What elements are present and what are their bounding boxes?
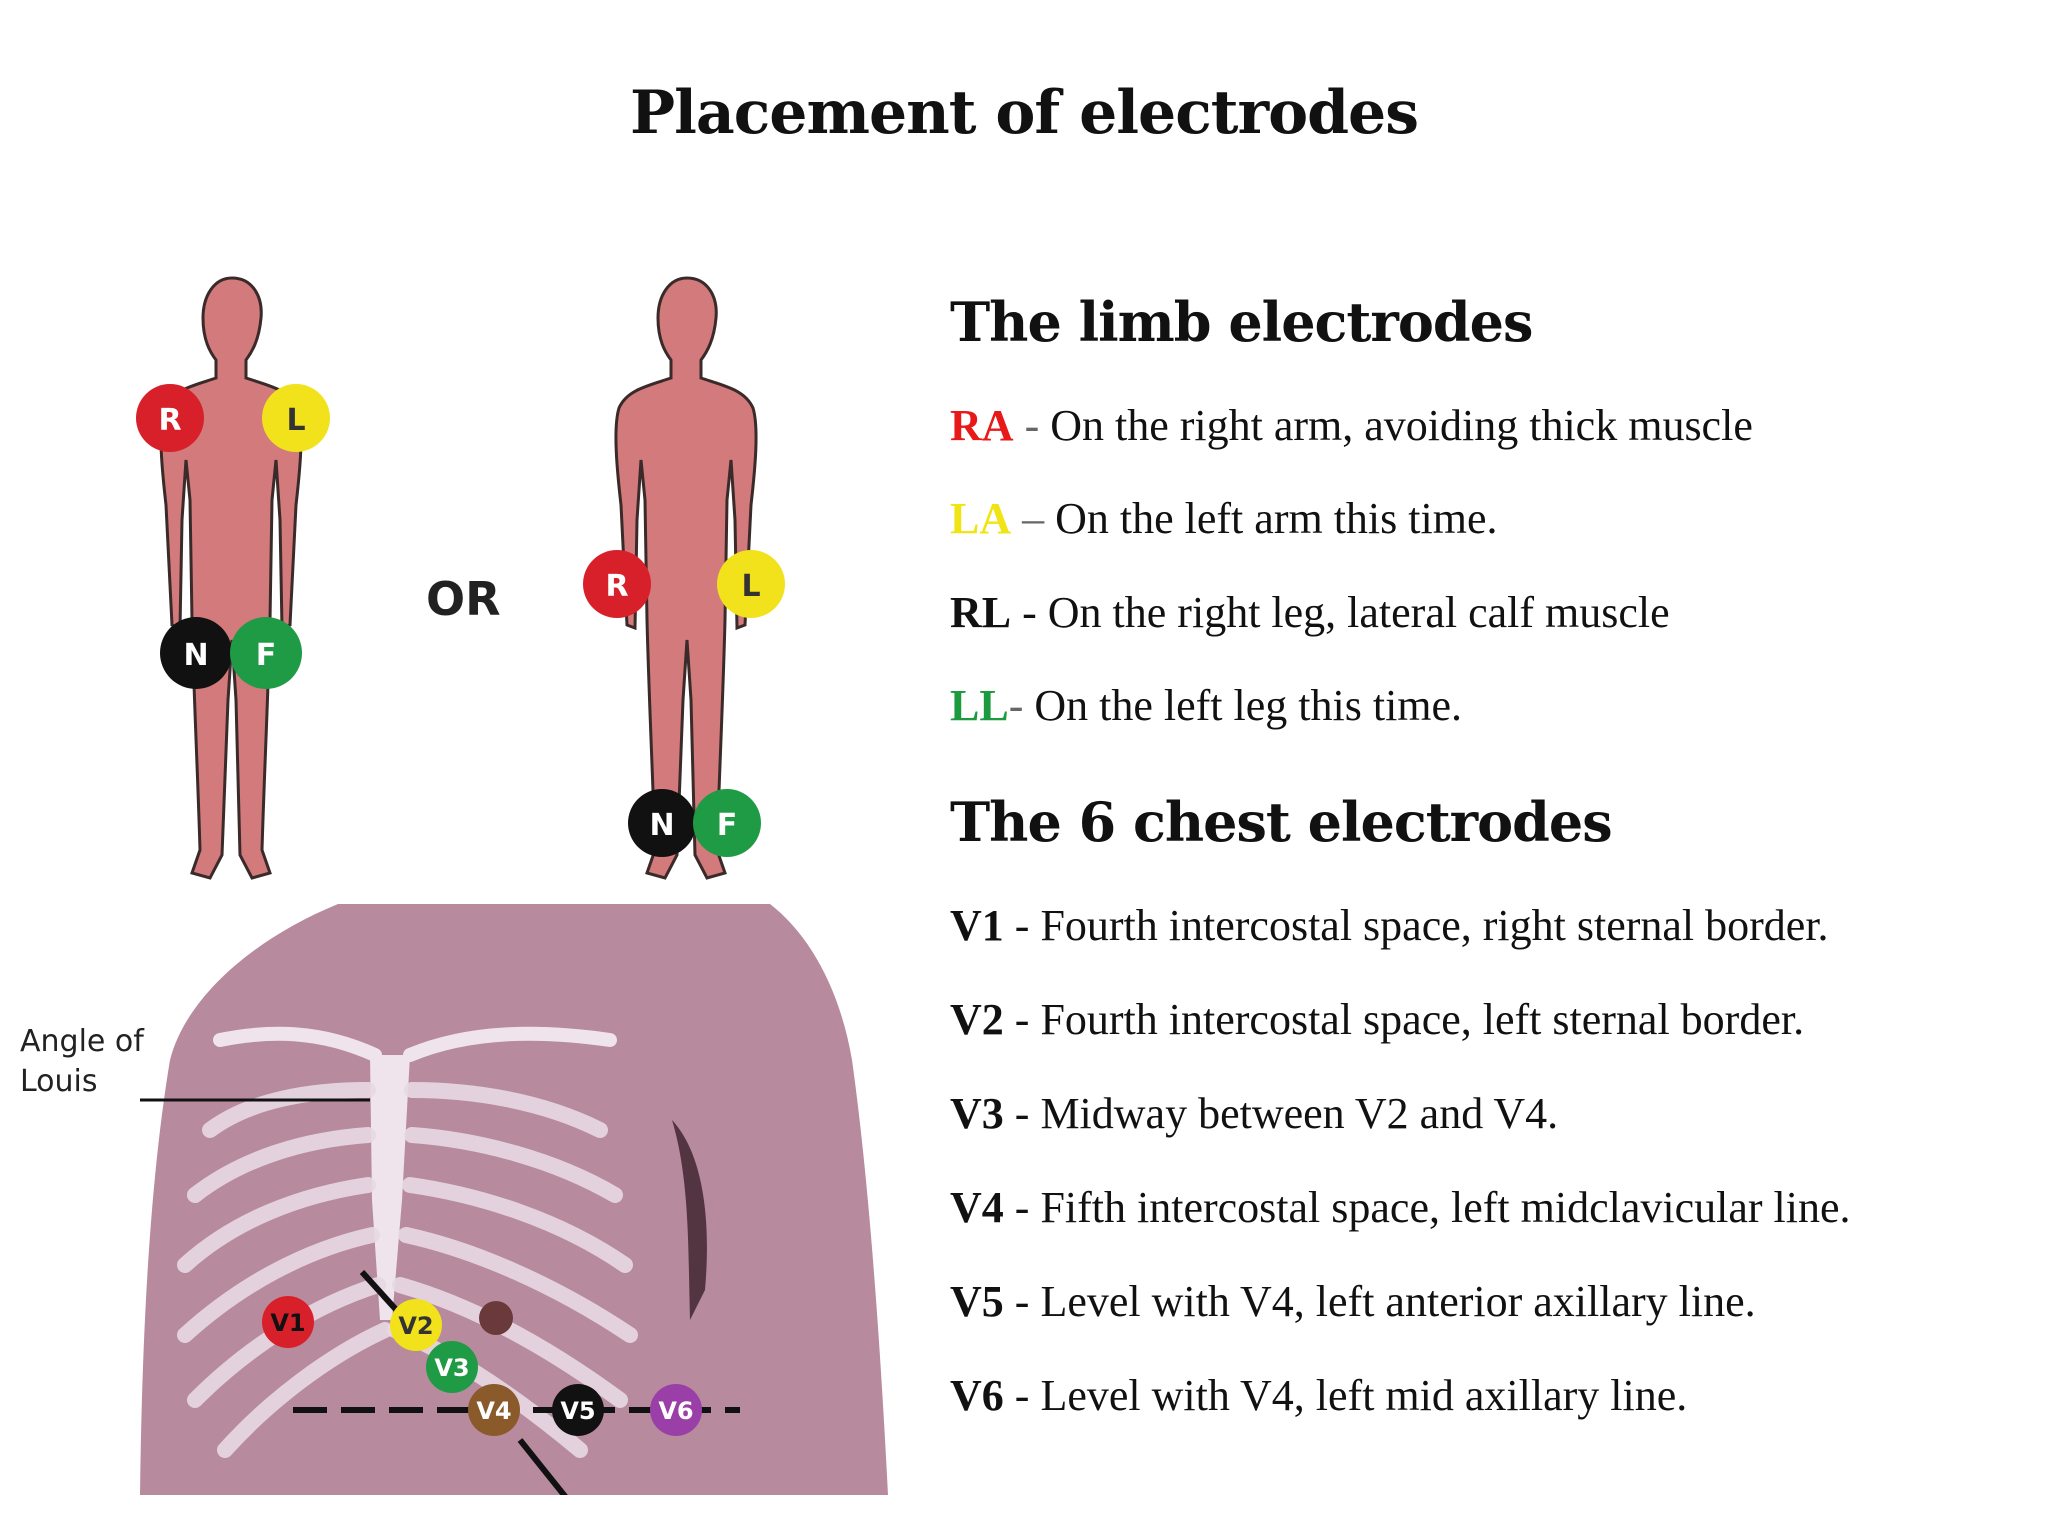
chest-item-v6: V6 - Level with V4, left mid axillary li… (950, 1371, 1688, 1420)
electrode-n-ankle: N (628, 789, 696, 857)
limb-desc: On the left leg this time. (1034, 681, 1463, 730)
chest-desc: Level with V4, left anterior axillary li… (1040, 1277, 1756, 1326)
chest-desc: Midway between V2 and V4. (1040, 1089, 1559, 1138)
limb-desc: On the right leg, lateral calf muscle (1047, 588, 1670, 637)
svg-text:V1: V1 (270, 1309, 305, 1337)
electrode-l-wrist: L (717, 550, 785, 618)
electrode-f-ankle: F (693, 789, 761, 857)
limb-heading: The limb electrodes (950, 290, 1533, 354)
chest-desc: Fourth intercostal space, left sternal b… (1040, 995, 1805, 1044)
svg-text:V6: V6 (658, 1397, 693, 1425)
electrode-f-leg: F (230, 617, 302, 689)
nipple-mark (479, 1301, 513, 1335)
svg-text:V5: V5 (560, 1397, 595, 1425)
chest-code: V5 (950, 1277, 1004, 1326)
chest-code: V1 (950, 901, 1004, 950)
svg-text:L: L (286, 403, 305, 438)
svg-text:F: F (717, 808, 738, 843)
svg-text:V2: V2 (398, 1312, 433, 1340)
chest-item-v1: V1 - Fourth intercostal space, right ste… (950, 901, 1829, 950)
limb-item-ll: LL- On the left leg this time. (950, 681, 1463, 730)
body-figure-distal-placement: R L N F (583, 276, 785, 880)
svg-text:V4: V4 (476, 1397, 511, 1425)
body-figure-upper-placement: R L N F (136, 276, 330, 880)
limb-code: RL (950, 588, 1012, 637)
angle-label-line2: Louis (20, 1064, 98, 1099)
chest-desc: Fifth intercostal space, left midclavicu… (1040, 1183, 1851, 1232)
chest-code: V4 (950, 1183, 1004, 1232)
or-label: OR (426, 572, 501, 626)
chest-desc: Level with V4, left mid axillary line. (1040, 1371, 1688, 1420)
armpit-shadow (672, 1120, 707, 1320)
svg-text:L: L (741, 569, 760, 604)
chest-desc: Fourth intercostal space, right sternal … (1040, 901, 1829, 950)
chest-illustration: V1 V2 V3 V4 V5 V6 (140, 904, 888, 1495)
clavicle-right (213, 1026, 382, 1062)
chest-item-v3: V3 - Midway between V2 and V4. (950, 1089, 1559, 1138)
electrode-n-leg: N (160, 617, 232, 689)
chest-electrode-v6: V6 (650, 1384, 702, 1436)
limb-desc: On the left arm this time. (1055, 494, 1498, 543)
chest-electrode-v4: V4 (468, 1384, 520, 1436)
chest-code: V2 (950, 995, 1004, 1044)
chest-code: V6 (950, 1371, 1004, 1420)
chest-item-v5: V5 - Level with V4, left anterior axilla… (950, 1277, 1756, 1326)
limb-item-la: LA – On the left arm this time. (950, 494, 1498, 543)
angle-of-louis-label: Angle of Louis (20, 1022, 144, 1102)
page-title: Placement of electrodes (629, 78, 1419, 148)
limb-code: LA (950, 494, 1012, 543)
limb-item-rl: RL - On the right leg, lateral calf musc… (950, 588, 1670, 637)
limb-item-ra: RA - On the right arm, avoiding thick mu… (950, 401, 1753, 450)
electrode-r-arm: R (136, 384, 204, 452)
body-silhouette (159, 276, 303, 880)
svg-text:V3: V3 (434, 1354, 469, 1382)
body-silhouette (614, 276, 758, 880)
angle-label-line1: Angle of (20, 1024, 144, 1059)
chest-electrode-v3: V3 (426, 1341, 478, 1393)
chest-electrode-v1: V1 (262, 1296, 314, 1348)
chest-electrode-v5: V5 (552, 1384, 604, 1436)
svg-text:F: F (256, 638, 277, 673)
svg-text:R: R (605, 569, 628, 604)
midclavicular-line (517, 1438, 568, 1495)
chest-electrode-v2: V2 (390, 1299, 442, 1351)
limb-code: RA (950, 401, 1014, 450)
electrode-l-arm: L (262, 384, 330, 452)
limb-code: LL (950, 681, 1009, 730)
limb-desc: On the right arm, avoiding thick muscle (1050, 401, 1753, 450)
svg-text:R: R (158, 403, 181, 438)
chest-torso (140, 904, 888, 1495)
clavicle-left (403, 1026, 617, 1062)
svg-text:N: N (183, 638, 208, 673)
sternum (370, 1055, 410, 1320)
svg-text:N: N (649, 808, 674, 843)
chest-item-v4: V4 - Fifth intercostal space, left midcl… (950, 1183, 1851, 1232)
chest-item-v2: V2 - Fourth intercostal space, left ster… (950, 995, 1805, 1044)
electrode-r-wrist: R (583, 550, 651, 618)
chest-heading: The 6 chest electrodes (950, 790, 1613, 854)
chest-code: V3 (950, 1089, 1004, 1138)
electrode-figure: R L N F R L N F (136, 276, 888, 1495)
